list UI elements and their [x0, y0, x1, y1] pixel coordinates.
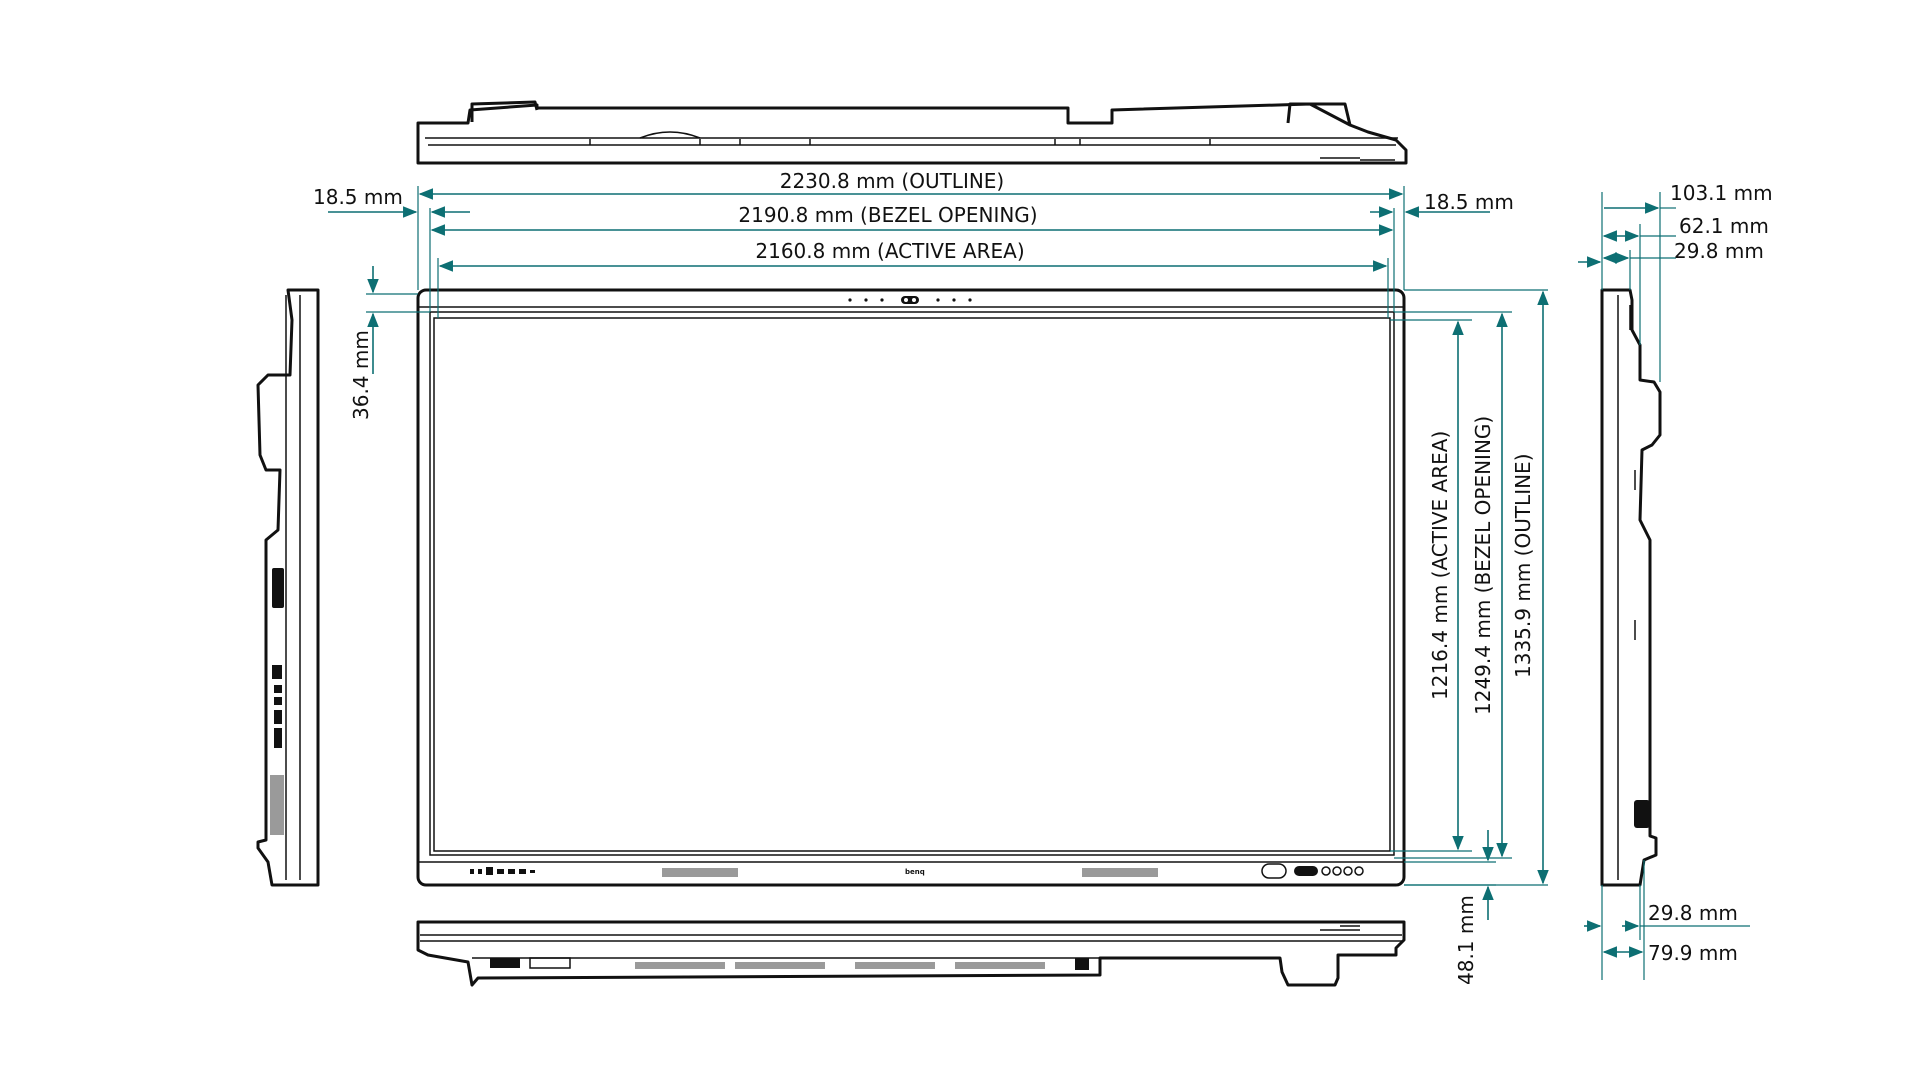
brand-logo: benq [905, 868, 925, 876]
speaker-grille-left [662, 868, 738, 877]
width-bezel-opening-label: 2190.8 mm (BEZEL OPENING) [738, 203, 1037, 227]
speaker-grille-right [1082, 868, 1158, 877]
top-view [416, 100, 1408, 165]
depth-top-label: 29.8 mm [1674, 239, 1764, 263]
camera-icon [901, 296, 919, 304]
depth-bottom-label: 29.8 mm [1648, 901, 1738, 925]
height-outline-label: 1335.9 mm (OUTLINE) [1511, 453, 1535, 678]
left-bezel-label: 18.5 mm [313, 185, 403, 209]
active-area [433, 317, 1391, 852]
height-bezel-opening-label: 1249.4 mm (BEZEL OPENING) [1471, 416, 1495, 715]
width-active-area-label: 2160.8 mm (ACTIVE AREA) [755, 239, 1024, 263]
depth-total-label: 103.1 mm [1670, 181, 1773, 205]
width-outline-label: 2230.8 mm (OUTLINE) [780, 169, 1005, 193]
depth-mid-label: 62.1 mm [1679, 214, 1769, 238]
right-side-view [1600, 288, 1662, 887]
horizontal-dimensions: 2230.8 mm (OUTLINE) 2190.8 mm (BEZEL OPE… [313, 169, 1514, 318]
front-buttons-icon [1261, 863, 1364, 879]
bottom-bezel-label: 48.1 mm [1454, 895, 1478, 985]
top-bezel-dimension: 36.4 mm [349, 266, 430, 420]
right-bezel-label: 18.5 mm [1424, 190, 1514, 214]
bezel-opening [429, 311, 1395, 856]
height-active-area-label: 1216.4 mm (ACTIVE AREA) [1428, 431, 1452, 700]
display-outline [416, 288, 1406, 887]
left-side-view [256, 288, 320, 887]
depth-bottom-total-label: 79.9 mm [1648, 941, 1738, 965]
microphone-dots [848, 298, 972, 302]
bottom-view [416, 920, 1406, 987]
top-bezel-label: 36.4 mm [349, 330, 373, 420]
front-view: benq [416, 288, 1406, 887]
side-depth-dimensions: 103.1 mm 62.1 mm 29.8 mm 29.8 mm 79.9 mm [1578, 181, 1773, 980]
vertical-dimensions: 1216.4 mm (ACTIVE AREA) 1249.4 mm (BEZEL… [1390, 289, 1549, 985]
front-ports-icon [470, 867, 535, 875]
